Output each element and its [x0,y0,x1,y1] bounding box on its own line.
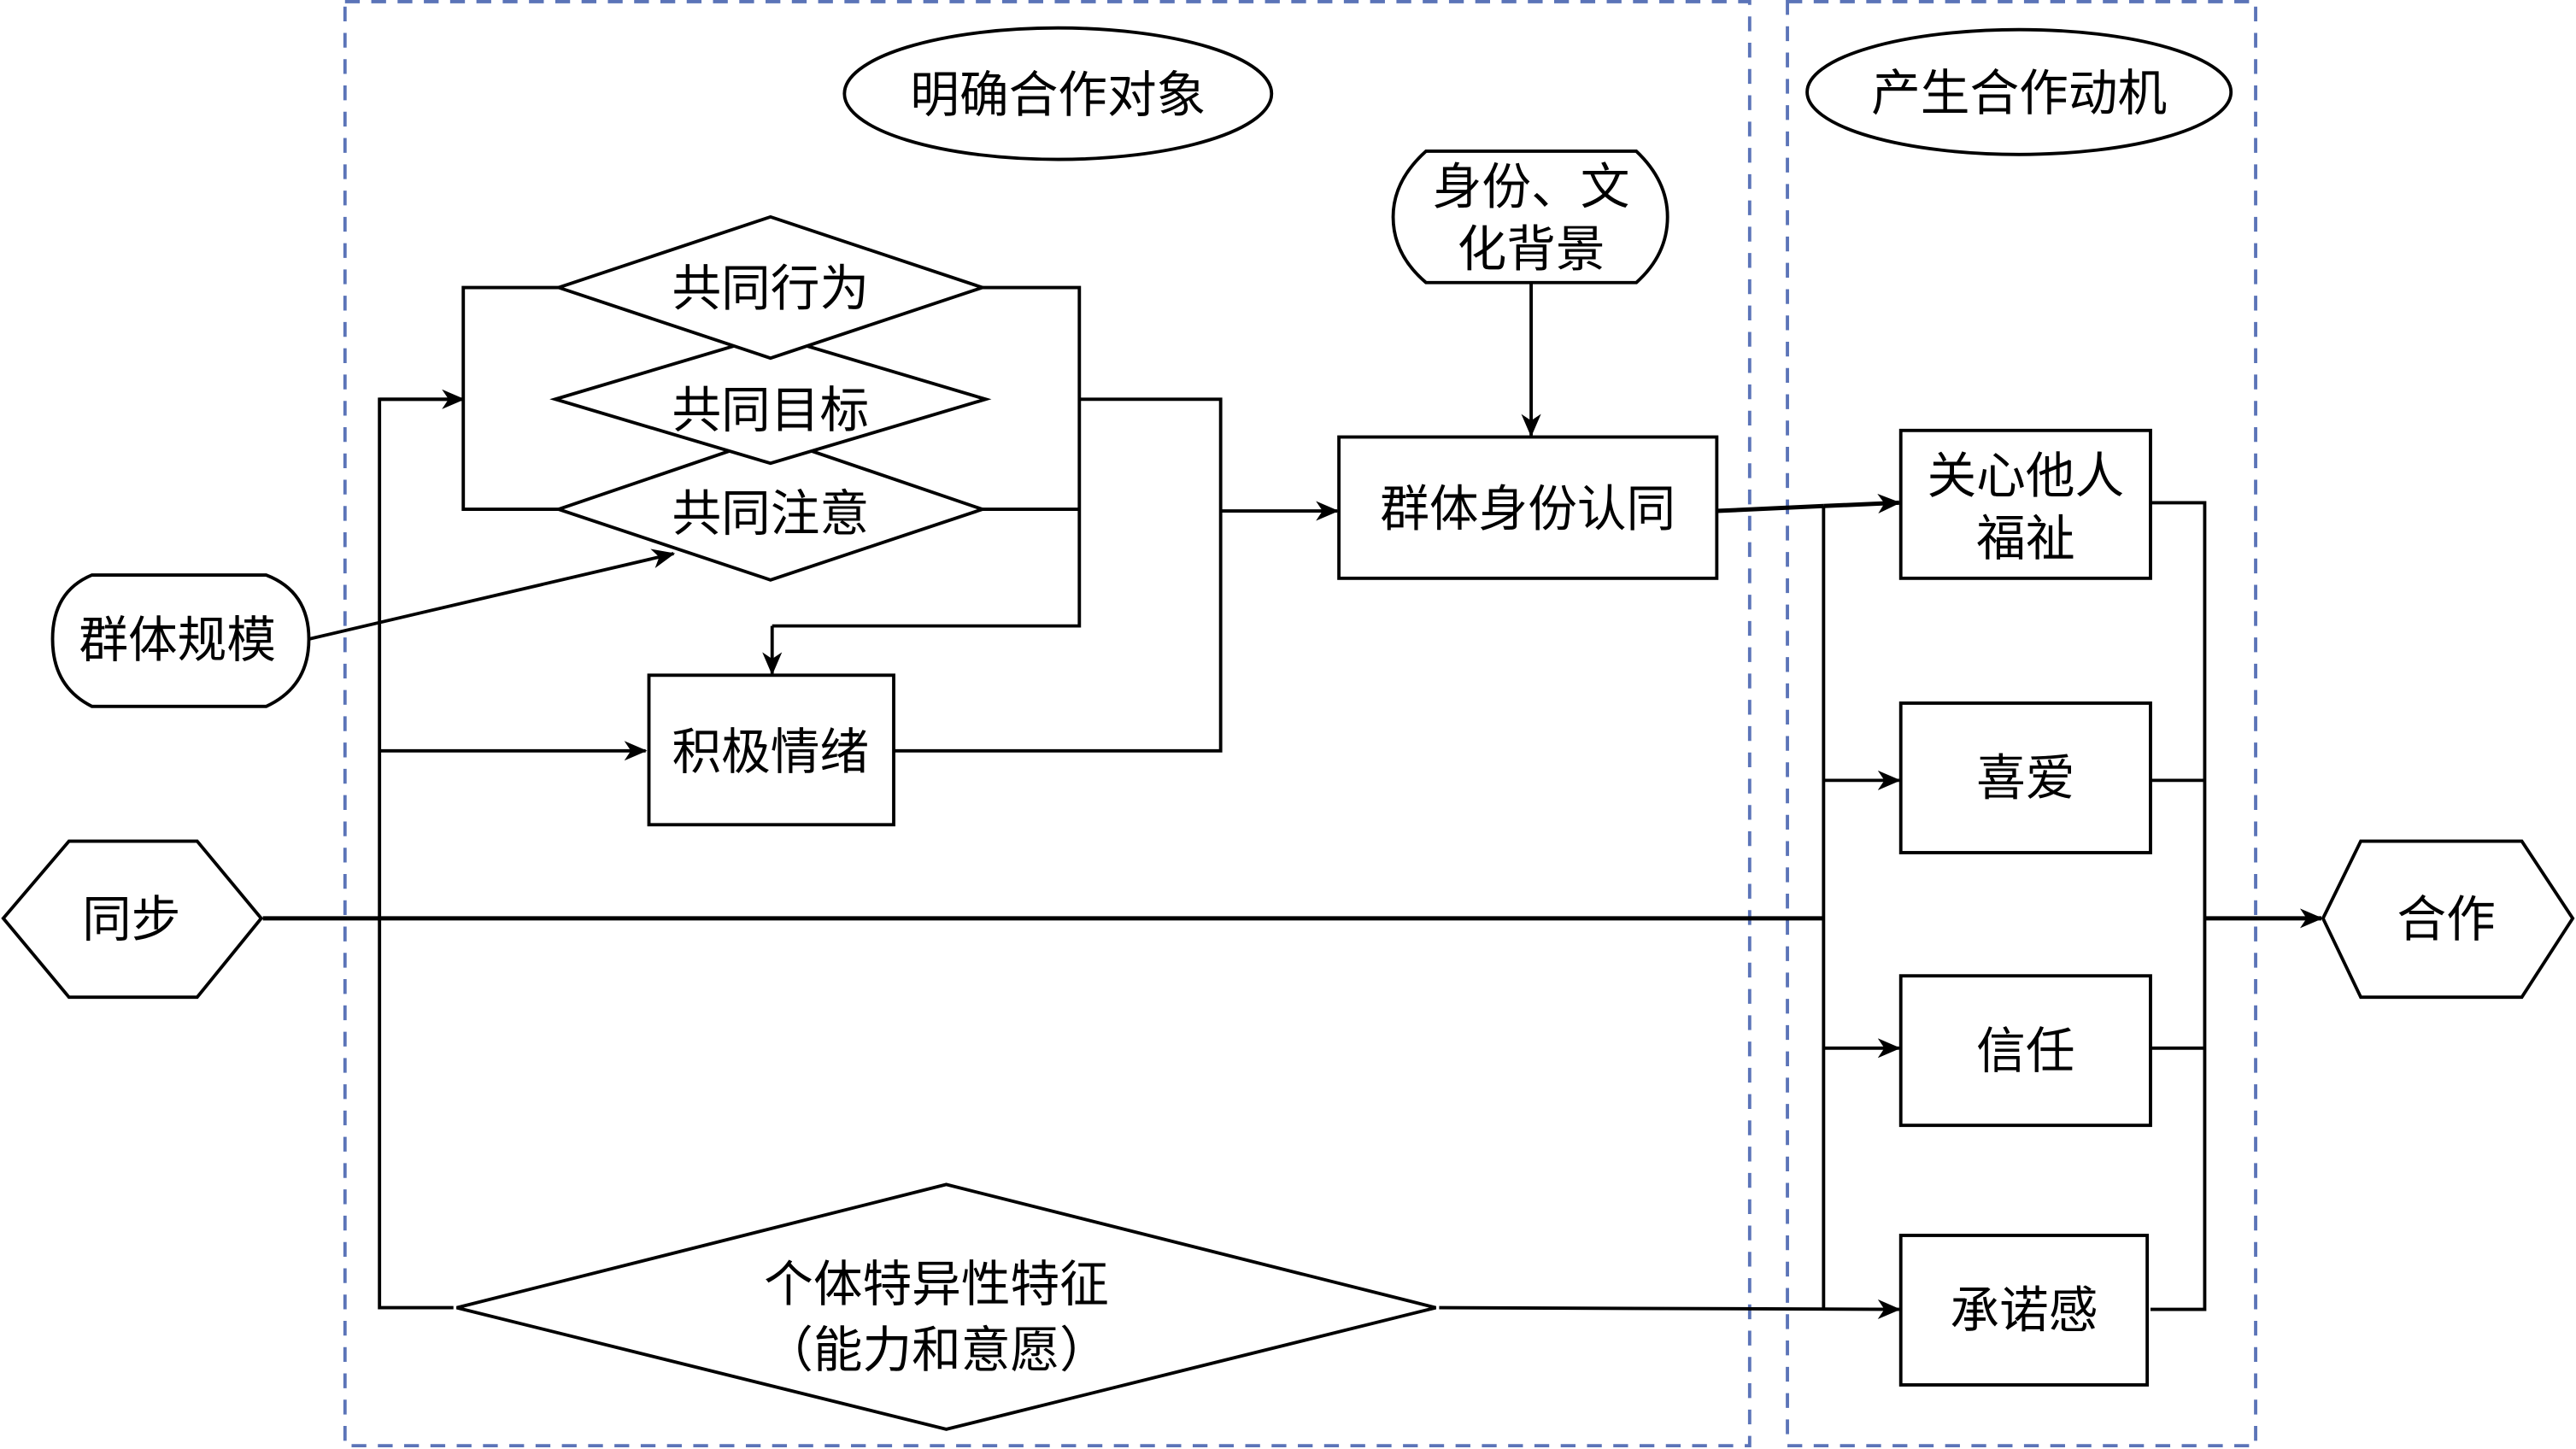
arrow-group-size [308,549,676,641]
node-trust [1898,974,2152,1128]
node-shared-behavior-label: 共同行为 [672,260,869,318]
node-cooperation [2321,839,2575,1000]
connector-left-trunk [378,397,464,1310]
node-trust-label: 信任 [1976,1022,2074,1080]
node-individual-traits-line1: 个体特异性特征 [764,1255,1109,1313]
node-shared-attention [553,435,988,582]
node-positive-emotion [647,673,895,827]
arrow-to-care [1823,493,1901,514]
node-individual-traits [456,1182,1437,1431]
region-motivation [1786,0,2257,1448]
node-group-size [50,573,311,708]
node-group-size-label: 群体规模 [79,611,276,669]
node-sync [1,839,264,1000]
node-identity-culture [1391,150,1669,285]
arrow-individual-to-commitment [1439,1299,1901,1319]
connector-from-goal [894,397,1223,753]
node-sync-label: 同步 [82,890,180,948]
node-shared-goal [549,333,992,466]
node-cooperation-label: 合作 [2397,890,2495,948]
node-identity-culture-line1: 身份、文 [1433,157,1630,215]
region-identify [343,0,1752,1448]
node-liking-label: 喜爱 [1976,749,2074,807]
node-shared-behavior [553,214,988,361]
region-motivation-label: 产生合作动机 [1871,64,2167,122]
region-identify-label-ellipse [842,26,1274,161]
node-care-welfare-line2: 福祉 [1976,509,2074,567]
node-shared-goal-label: 共同目标 [672,381,869,439]
node-positive-emotion-label: 积极情绪 [672,723,869,781]
node-identity-culture-line2: 化背景 [1458,220,1605,279]
region-motivation-label-ellipse [1805,27,2233,156]
node-liking [1898,701,2152,854]
node-commitment [1898,1234,2150,1387]
node-commitment-label: 承诺感 [1950,1282,2098,1340]
node-care-welfare [1898,428,2152,580]
region-identify-label: 明确合作对象 [910,66,1206,124]
node-care-welfare-line1: 关心他人 [1928,447,2125,505]
connector-identity-out [1716,503,1824,513]
connector-bracket-left [461,285,559,512]
node-individual-traits-line2: （能力和意愿） [764,1321,1109,1379]
node-group-identity [1337,435,1719,580]
node-shared-attention-label: 共同注意 [672,484,869,543]
connector-bracket-right [772,285,1082,628]
motivation-out-bracket [2150,501,2207,1311]
node-group-identity-label: 群体身份认同 [1380,479,1675,537]
